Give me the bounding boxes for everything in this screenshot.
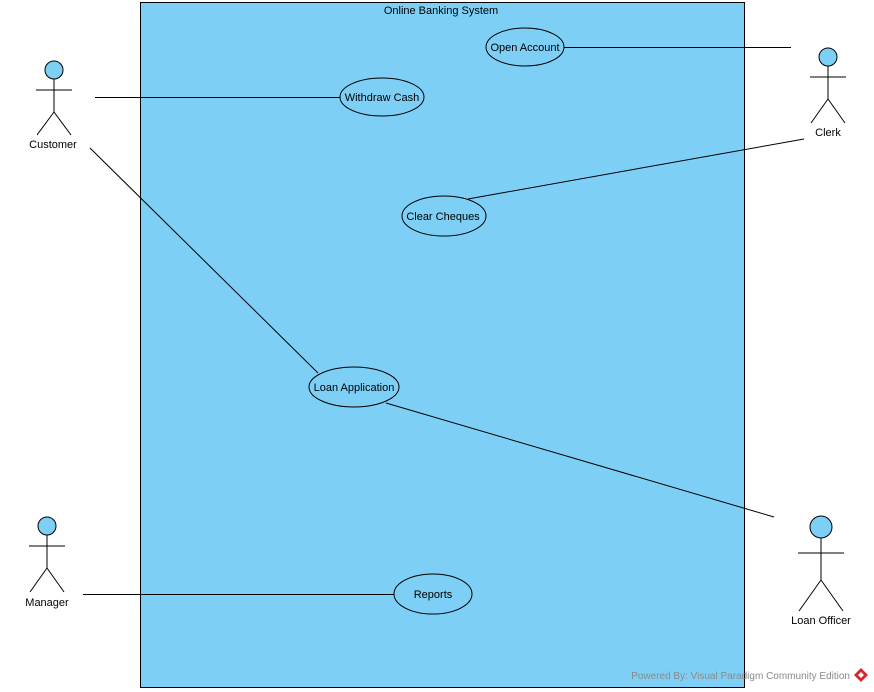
actor-manager[interactable]: Manager: [25, 516, 69, 609]
actor-label: Customer: [29, 139, 77, 151]
association-clerk-clear-cheques[interactable]: [467, 138, 805, 200]
use-case-label: Withdraw Cash: [345, 92, 420, 104]
watermark: Powered By: Visual Paradigm Community Ed…: [631, 668, 868, 682]
use-case-reports[interactable]: Reports: [393, 573, 473, 615]
stick-figure-icon: [798, 515, 844, 612]
use-case-loan-application[interactable]: Loan Application: [308, 366, 400, 408]
system-title: Online Banking System: [384, 5, 498, 17]
actor-label: Manager: [25, 597, 69, 609]
use-case-label: Reports: [414, 589, 453, 601]
association-customer-loan-application[interactable]: [89, 147, 319, 374]
use-case-label: Open Account: [490, 42, 559, 54]
use-case-open-account[interactable]: Open Account: [485, 27, 565, 67]
stick-figure-icon: [29, 516, 65, 593]
actor-label: Loan Officer: [791, 615, 851, 627]
actor-loan-officer[interactable]: Loan Officer: [791, 515, 851, 627]
visual-paradigm-logo-icon: [854, 668, 868, 682]
stick-figure-icon: [810, 47, 846, 124]
use-case-clear-cheques[interactable]: Clear Cheques: [401, 195, 487, 237]
associations: [83, 47, 805, 595]
system-boundary[interactable]: [140, 2, 745, 688]
watermark-text: Powered By: Visual Paradigm Community Ed…: [631, 671, 850, 682]
actor-customer[interactable]: Customer: [29, 60, 77, 151]
actor-clerk[interactable]: Clerk: [810, 47, 846, 139]
use-case-label: Clear Cheques: [406, 211, 480, 223]
use-case-withdraw-cash[interactable]: Withdraw Cash: [339, 77, 425, 117]
actor-label: Clerk: [815, 127, 841, 139]
use-case-label: Loan Application: [314, 382, 395, 394]
association-loan-officer-loan-application[interactable]: [385, 402, 775, 518]
stick-figure-icon: [36, 60, 72, 136]
